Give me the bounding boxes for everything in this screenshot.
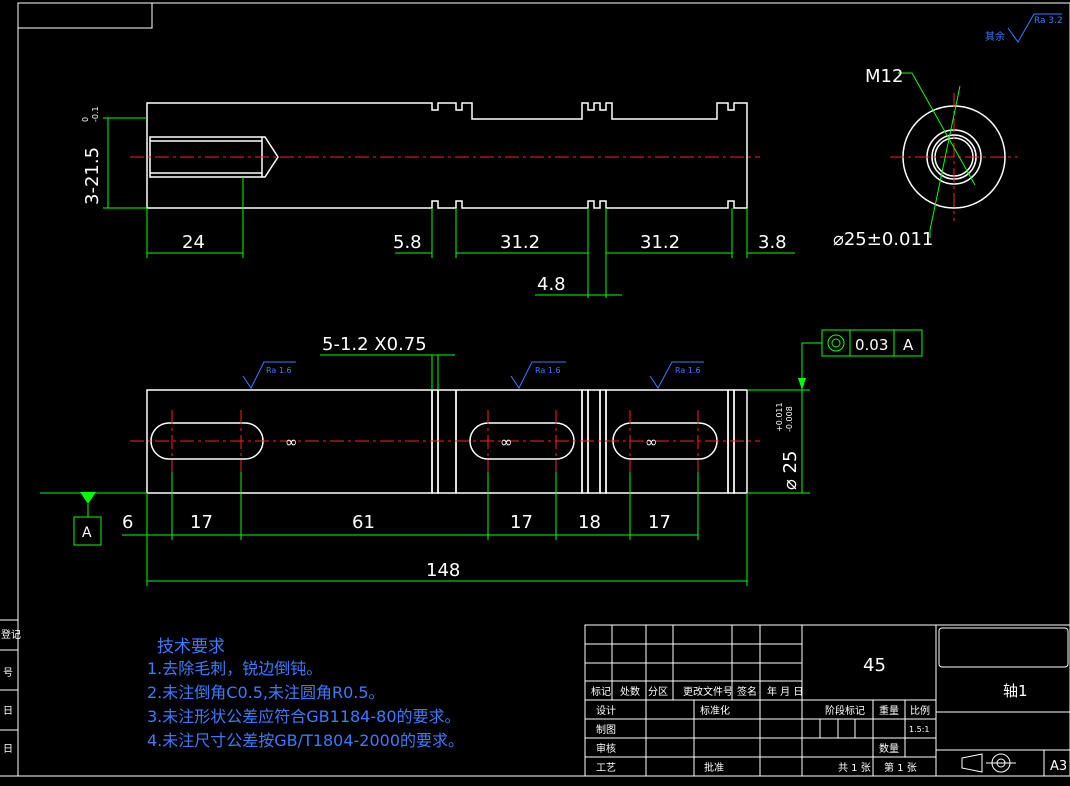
rest-roughness: 其余 Ra 3.2 (985, 13, 1063, 43)
part-name: 轴1 (1003, 682, 1028, 700)
note-2: 2.未注倒角C0.5,未注圆角R0.5。 (147, 683, 385, 702)
projection-cone-icon (961, 753, 983, 773)
shaft-section-outline (146, 102, 748, 209)
note-3: 3.未注形状公差应符合GB1184-80的要求。 (147, 707, 461, 726)
dim-3-8: 3.8 (758, 232, 787, 253)
hdr-change: 更改文件号 (683, 685, 733, 698)
strip-text-4: 日 (3, 744, 13, 755)
roughness-2: Ra 1.6 (535, 366, 561, 375)
quantity: 数量 (879, 742, 899, 755)
tolerance-datum: A (903, 336, 914, 354)
strip-text-2: 号 (3, 667, 13, 679)
title-block: 标记 处数 分区 更改文件号 签名 年 月 日 设计 标准化 制图 审核 工艺 … (584, 624, 1070, 777)
roughness-1: Ra 1.6 (266, 366, 292, 375)
dim-148: 148 (426, 560, 460, 581)
dia-tol-upper: +0.011 (775, 402, 784, 432)
dim-17-c: 17 (648, 512, 671, 533)
svg-text:∞: ∞ (500, 433, 513, 451)
hdr-mark: 标记 (591, 686, 611, 698)
dim-24: 24 (182, 232, 205, 253)
dim-17-a: 17 (190, 512, 213, 533)
total-sheets: 共 1 张 (838, 762, 871, 774)
tol-lower: -0.1 (91, 106, 100, 122)
dia-tol-lower: -0.008 (785, 406, 794, 432)
end-view: M12 ⌀25±0.011 (833, 66, 1018, 250)
dim-6: 6 (122, 512, 133, 533)
groove-note: 5-1.2 X0.75 (320, 334, 455, 390)
row-standard: 标准化 (700, 704, 730, 717)
dim-4-8: 4.8 (537, 274, 566, 295)
row-draw: 制图 (596, 723, 616, 736)
technical-notes: 技术要求 1.去除毛刺，锐边倒钝。 2.未注倒角C0.5,未注圆角R0.5。 3… (147, 637, 464, 750)
hdr-sign: 签名 (737, 685, 757, 698)
rest-roughness-label: 其余 (985, 30, 1005, 43)
row-process: 工艺 (596, 762, 616, 774)
dim-61: 61 (352, 512, 375, 533)
note-4: 4.未注尺寸公差按GB/T1804-2000的要求。 (147, 731, 464, 750)
rest-roughness-value: Ra 3.2 (1034, 16, 1063, 26)
note-1: 1.去除毛刺，锐边倒钝。 (147, 659, 322, 678)
top-dimensions: 3-21.5 0 -0.1 24 5.8 31.2 31.2 3.8 4.8 (81, 106, 795, 298)
dim-31-2-b: 31.2 (640, 232, 680, 253)
sectional-view (130, 102, 760, 209)
front-view: ∞ ∞ ∞ (130, 389, 760, 494)
front-roughness: Ra 1.6 Ra 1.6 Ra 1.6 (242, 361, 704, 389)
stage-mark: 阶段标记 (825, 704, 865, 717)
hdr-zone: 分区 (648, 686, 668, 698)
datum-a: A (40, 492, 147, 546)
row-approve: 批准 (704, 761, 724, 774)
dim-left-vertical: 3-21.5 (82, 147, 103, 205)
strip-text-1: 登记 (1, 628, 21, 641)
material: 45 (863, 655, 886, 676)
weight: 重量 (879, 704, 899, 717)
end-diameter-label: ⌀25±0.011 (833, 229, 933, 250)
tol-upper: 0 (81, 117, 90, 122)
dim-31-2-a: 31.2 (500, 232, 540, 253)
svg-text:∞: ∞ (645, 433, 658, 451)
sheet-no: 第 1 张 (884, 761, 917, 774)
dim-17-b: 17 (510, 512, 533, 533)
roughness-3: Ra 1.6 (675, 366, 701, 375)
thread-label: M12 (865, 66, 903, 87)
svg-text:∞: ∞ (285, 433, 298, 451)
scale-value: 1.5:1 (909, 725, 930, 734)
dim-5-8: 5.8 (393, 232, 422, 253)
strip-text-3: 日 (3, 706, 13, 717)
tolerance-value: 0.03 (855, 336, 888, 354)
hdr-count: 处数 (620, 685, 640, 698)
left-binding-strip: 登记 号 日 日 (1, 628, 21, 755)
dim-18: 18 (578, 512, 601, 533)
hdr-date: 年 月 日 (767, 685, 803, 698)
row-review: 审核 (596, 742, 616, 755)
diameter-dimension: ⌀ 25 +0.011 -0.008 (747, 389, 810, 494)
tolerance-frame: 0.03 A (798, 329, 923, 390)
sheet-size: A3 (1050, 759, 1067, 774)
groove-label: 5-1.2 X0.75 (322, 334, 427, 355)
front-diameter-label: ⌀ 25 (780, 451, 801, 490)
row-design: 设计 (596, 704, 616, 717)
datum-label: A (82, 525, 92, 541)
front-dimensions: 6 17 61 17 18 17 148 (122, 472, 748, 586)
notes-title: 技术要求 (157, 637, 225, 657)
scale: 比例 (910, 704, 930, 717)
